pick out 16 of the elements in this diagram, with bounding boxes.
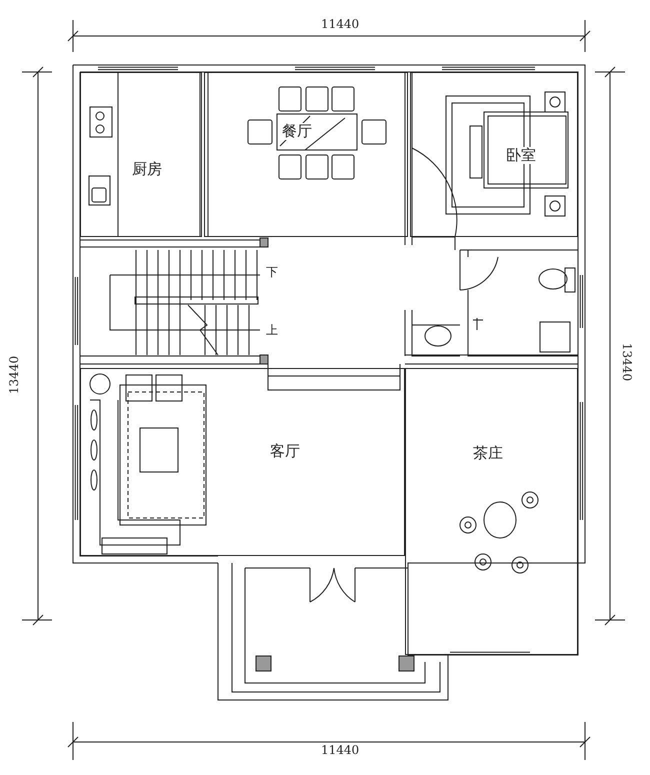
room-name: 餐厅 bbox=[281, 123, 313, 140]
room-name: 厨房 bbox=[131, 161, 163, 178]
dimension-text: 11440 bbox=[321, 744, 360, 756]
room-outline bbox=[204, 72, 408, 237]
room-outline bbox=[405, 368, 578, 655]
dimension-text: 13440 bbox=[8, 356, 20, 394]
room-outline bbox=[80, 368, 405, 556]
room-name: 客厅 bbox=[269, 443, 301, 460]
room-name: 茶庄 bbox=[472, 445, 504, 462]
room-name: 卧室 bbox=[505, 147, 537, 164]
room-outline bbox=[80, 72, 202, 237]
stair-direction-text: 上 bbox=[266, 324, 278, 336]
room-outline bbox=[410, 72, 578, 237]
dimension-text: 11440 bbox=[321, 18, 360, 30]
stair-direction-text: 下 bbox=[266, 266, 278, 278]
dimension-text: 13440 bbox=[621, 342, 634, 382]
